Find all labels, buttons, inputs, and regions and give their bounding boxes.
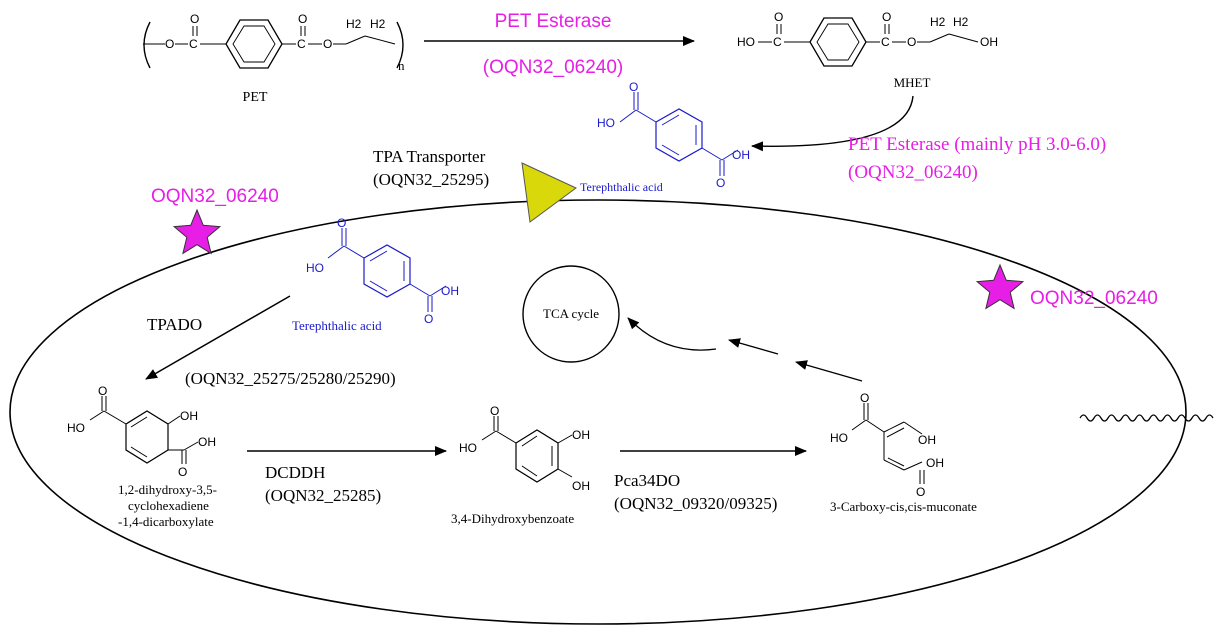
dhcd-o1: O [98,384,107,398]
mhet-atom-c2: C [881,35,890,49]
mhet-atom-c1: C [773,35,782,49]
cell-membrane [9,199,1187,625]
dhb-ho: HO [459,441,477,455]
tca-cycle-circle [522,265,620,363]
pet-atom-o4: O [323,37,332,51]
mhet-structure: HO C O C O O H2 H2 OH MHET [737,10,998,90]
pet-label: PET [243,90,268,105]
pet-atom-h2b: H2 [370,17,386,31]
pet-subscript-n: n [398,58,405,73]
to-tca-dash-arrow-1 [728,338,779,355]
dhb-oh2: OH [572,479,590,493]
pet-atom-h2a: H2 [346,17,362,31]
mhet-atom-o2: O [882,10,891,24]
dhcd-o2: O [178,465,187,479]
tpado-gene: (OQN32_25275/25280/25290) [185,369,396,388]
ccm-ho: HO [830,431,848,445]
pet-esterase-ph-gene: (OQN32_06240) [848,162,978,183]
mhet-ho: HO [737,35,755,49]
pet-esterase-label: PET Esterase [495,11,612,32]
star-icon-right [975,263,1025,310]
dhcd-name-line1: 1,2-dihydroxy-3,5- [118,482,217,497]
ccm-o1: O [860,391,869,405]
tpa-inside-label: Terephthalic acid [292,318,382,333]
ccm-coh1: OH [918,433,936,447]
mhet-to-tpa-arrow [751,95,914,152]
ccm-label: 3-Carboxy-cis,cis-muconate [830,499,977,514]
tpa-transporter-triangle [521,162,577,223]
tpa-outside-o2: O [716,176,725,190]
pet-structure: O C O C O O H2 H2 n PET [143,12,405,105]
mhet-atom-o3: O [907,35,916,49]
dhb-label: 3,4-Dihydroxybenzoate [451,511,574,526]
pet-atom-o2: O [190,12,199,26]
flagellum [1079,414,1214,422]
star-icon-left [172,208,222,255]
ccm-structure [851,403,925,484]
pet-atom-c2: C [297,37,306,51]
mhet-oh: OH [980,35,998,49]
dhcd-structure [89,396,199,464]
to-tca-curved-arrow [627,317,717,351]
dcddh-label: DCDDH [265,463,325,482]
dcddh-gene: (OQN32_25285) [265,486,381,505]
tpa-inside-o1: O [337,216,346,230]
to-tca-dash-arrow-2 [795,360,863,382]
mhet-atom-o1: O [774,10,783,24]
pet-atom-c1: C [189,37,198,51]
dhcd-oh2: OH [198,435,216,449]
dhb-structure [481,416,573,483]
pet-esterase-gene: (OQN32_06240) [483,57,623,78]
ccm-o2: O [916,485,925,499]
dhb-o: O [490,404,499,418]
dhcd-oh1: OH [180,409,198,423]
tpa-transporter-label: TPA Transporter [373,147,486,166]
dhcd-name-line2: cyclohexadiene [128,498,209,513]
pca34do-gene: (OQN32_09320/09325) [614,494,777,513]
pet-esterase-ph-label: PET Esterase (mainly pH 3.0-6.0) [848,134,1106,155]
mhet-atom-h2a: H2 [930,15,946,29]
mhet-atom-h2b: H2 [953,15,969,29]
tpado-arrow [145,295,291,380]
tca-cycle-label: TCA cycle [543,306,599,321]
tpa-outside-structure [619,92,739,176]
tpa-outside-label: Terephthalic acid [580,180,663,194]
dhcd-name-line3: -1,4-dicarboxylate [118,514,214,529]
tpa-outside-ho: HO [597,116,615,130]
tpa-inside-o2: O [424,312,433,326]
dhb-oh1: OH [572,428,590,442]
tpado-label: TPADO [147,315,202,334]
ccm-coh2: OH [926,456,944,470]
star-right-label: OQN32_06240 [1030,288,1158,309]
dhcd-ho: HO [67,421,85,435]
pca34do-label: Pca34DO [614,471,680,490]
pet-atom-o3: O [298,12,307,26]
tpa-inside-structure [327,228,447,312]
tpa-inside-ho: HO [306,261,324,275]
tpa-outside-oh: OH [732,148,750,162]
mhet-label: MHET [894,75,931,90]
tpa-transporter-gene: (OQN32_25295) [373,170,489,189]
tpa-outside-o1: O [629,80,638,94]
star-left-label: OQN32_06240 [151,186,279,207]
pet-atom-o1: O [165,37,174,51]
tpa-inside-oh: OH [441,284,459,298]
